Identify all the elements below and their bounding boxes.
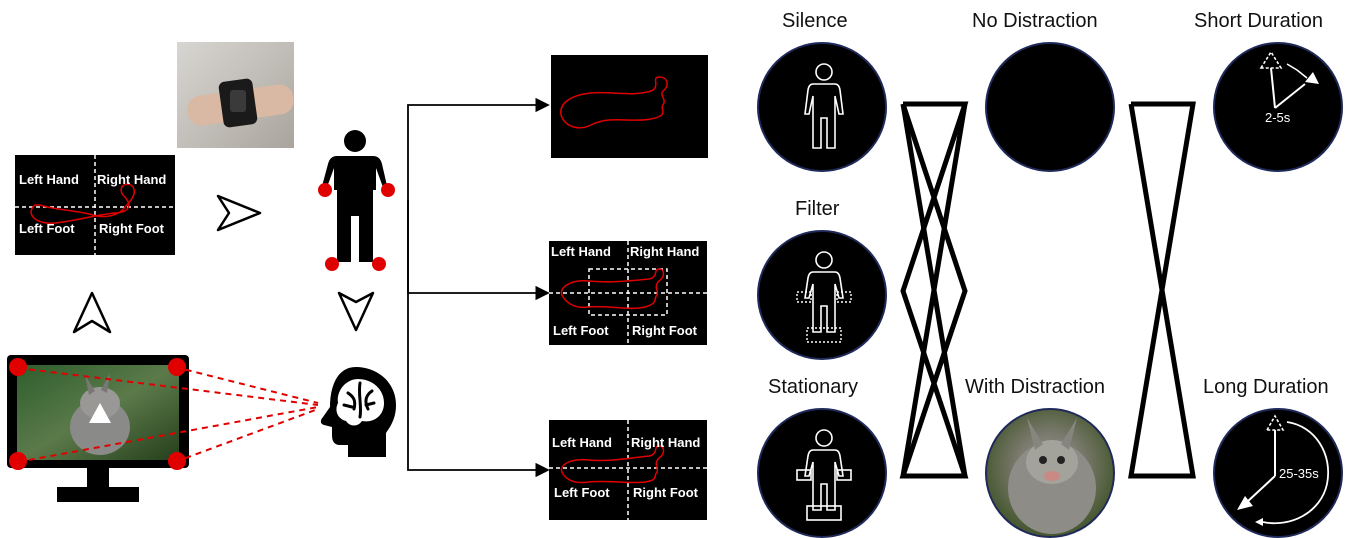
monitor-icon bbox=[7, 355, 189, 502]
short-duration-circle: 2-5s bbox=[1213, 42, 1343, 172]
arrowhead-right-icon bbox=[216, 194, 262, 232]
quadrant-label-left-foot: Left Foot bbox=[553, 323, 609, 338]
silence-circle bbox=[757, 42, 887, 172]
long-duration-circle: 25-35s bbox=[1213, 408, 1343, 538]
quadrant-grid bbox=[15, 155, 175, 255]
quadrant-label-right-foot: Right Foot bbox=[633, 485, 698, 500]
long-duration-value: 25-35s bbox=[1279, 466, 1319, 481]
condition-label-long-duration: Long Duration bbox=[1203, 376, 1329, 398]
quadrant-panel-bottom: Left Hand Right Hand Left Foot Right Foo… bbox=[549, 420, 707, 520]
quadrant-label-right-hand: Right Hand bbox=[630, 244, 700, 259]
trace-path-top bbox=[560, 76, 668, 129]
condition-label-no-distraction: No Distraction bbox=[972, 10, 1098, 32]
condition-label-filter: Filter bbox=[795, 198, 840, 220]
filter-circle bbox=[757, 230, 887, 360]
brain-head-icon bbox=[320, 367, 396, 457]
condition-label-with-distraction: With Distraction bbox=[965, 376, 1106, 398]
clock-arrow-icon bbox=[1237, 414, 1329, 526]
quadrant-label-right-foot: Right Foot bbox=[632, 323, 697, 338]
condition-label-silence: Silence bbox=[782, 10, 848, 32]
quadrant-label-left-hand: Left Hand bbox=[19, 172, 79, 187]
quadrant-label-left-foot: Left Foot bbox=[19, 221, 75, 236]
quadrant-label-left-hand: Left Hand bbox=[551, 244, 611, 259]
arrowhead-down-icon bbox=[337, 291, 375, 332]
clock-arrow-icon bbox=[1259, 50, 1319, 109]
short-duration-value: 2-5s bbox=[1265, 110, 1291, 125]
quadrant-label-left-hand: Left Hand bbox=[552, 435, 612, 450]
quadrant-label-right-foot: Right Foot bbox=[99, 221, 164, 236]
quadrant-label-right-hand: Right Hand bbox=[631, 435, 701, 450]
quadrant-panel-middle: Left Hand Right Hand Left Foot Right Foo… bbox=[549, 241, 707, 345]
quadrant-grid-bottom bbox=[549, 420, 707, 520]
trace-panel-top bbox=[551, 55, 708, 158]
no-distraction-circle bbox=[985, 42, 1115, 172]
body-figure-icon bbox=[318, 130, 395, 271]
quadrant-grid-roi bbox=[549, 241, 707, 345]
condition-label-stationary: Stationary bbox=[768, 376, 859, 398]
person-outline-icon bbox=[804, 63, 844, 149]
person-filter-icon bbox=[796, 251, 852, 343]
quadrant-label-left-foot: Left Foot bbox=[554, 485, 610, 500]
trace-path bbox=[30, 183, 136, 224]
condition-label-short-duration: Short Duration bbox=[1194, 10, 1323, 32]
person-stationary-icon bbox=[796, 429, 852, 521]
bunny-frame-icon bbox=[1008, 418, 1096, 534]
quadrant-panel-left: Left Hand Right Hand Left Foot Right Foo… bbox=[15, 155, 175, 255]
quadrant-label-right-hand: Right Hand bbox=[97, 172, 167, 187]
with-distraction-circle bbox=[985, 408, 1115, 538]
arrowhead-up-icon bbox=[72, 291, 112, 334]
wristband-photo bbox=[177, 42, 296, 148]
